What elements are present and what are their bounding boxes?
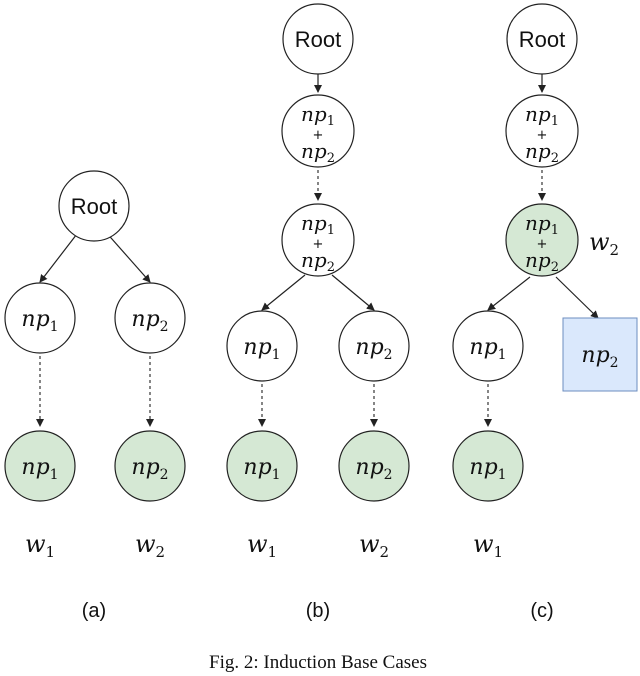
edge-merge-np1 xyxy=(487,276,531,311)
merge-top-np1: np1 xyxy=(525,102,559,129)
merge-mid-plus: + xyxy=(537,237,548,252)
np1-node xyxy=(4,282,76,354)
np2-box-label: np2 xyxy=(581,343,618,371)
w2-label: w2 xyxy=(135,530,165,561)
figure-caption: Fig. 2: Induction Base Cases xyxy=(209,652,427,673)
w1-label: w1 xyxy=(473,530,503,561)
np2-box xyxy=(562,317,638,392)
panel-a: Root np1 np2 np1 np2 w1 w2 (a) xyxy=(4,170,186,622)
panel-label-a: (a) xyxy=(82,600,106,622)
np1-label: np1 xyxy=(243,335,280,363)
merge-mid-np2: np2 xyxy=(525,248,559,275)
root-label: Root xyxy=(519,27,565,52)
edge-merge-np1 xyxy=(261,274,306,311)
np2-node xyxy=(338,310,410,382)
panel-b: Root np1 + np2 np1 + np2 np1 np2 np1 np2… xyxy=(226,3,410,622)
np1-node xyxy=(452,310,524,382)
w1-label: w1 xyxy=(25,530,55,561)
panel-c: Root np1 + np2 np1 + np2 w2 np1 np2 np1 … xyxy=(452,3,638,622)
leaf2-label: np2 xyxy=(355,455,392,483)
leaf1-label: np1 xyxy=(469,455,506,483)
leaf1-node xyxy=(4,430,76,502)
root-label: Root xyxy=(71,194,117,219)
merge-node-top xyxy=(505,94,579,168)
merge-mid-np2: np2 xyxy=(301,248,335,275)
w1-label: w1 xyxy=(247,530,277,561)
merge-top-plus: + xyxy=(537,128,548,143)
merge-top-np2: np2 xyxy=(301,139,335,166)
merge-mid-plus: + xyxy=(313,237,324,252)
edge-root-np2 xyxy=(103,229,151,283)
np2-label: np2 xyxy=(355,335,392,363)
merge-node-top xyxy=(281,94,355,168)
leaf1-node xyxy=(226,430,298,502)
leaf1-node xyxy=(452,430,524,502)
merge-top-np2: np2 xyxy=(525,139,559,166)
np2-node xyxy=(114,282,186,354)
merge-node-mid xyxy=(505,203,579,277)
panel-label-b: (b) xyxy=(306,600,330,622)
leaf2-label: np2 xyxy=(131,455,168,483)
np1-label: np1 xyxy=(469,335,506,363)
merge-top-np1: np1 xyxy=(301,102,335,129)
merge-mid-np1: np1 xyxy=(301,211,335,238)
root-node xyxy=(58,170,130,242)
root-node xyxy=(282,3,354,75)
root-label: Root xyxy=(295,27,341,52)
edge-merge-np2 xyxy=(331,274,375,311)
leaf1-label: np1 xyxy=(243,455,280,483)
root-node xyxy=(506,3,578,75)
merge-node-mid xyxy=(281,203,355,277)
edge-merge-box xyxy=(555,276,599,319)
np1-node xyxy=(226,310,298,382)
panel-label-c: (c) xyxy=(530,600,553,622)
merge-mid-np1: np1 xyxy=(525,211,559,238)
merge-word-label: w2 xyxy=(589,228,619,259)
np1-label: np1 xyxy=(21,307,58,335)
np2-label: np2 xyxy=(131,307,168,335)
leaf1-label: np1 xyxy=(21,455,58,483)
leaf2-node xyxy=(338,430,410,502)
w2-label: w2 xyxy=(359,530,389,561)
edge-root-np1 xyxy=(39,229,81,283)
leaf2-node xyxy=(114,430,186,502)
merge-top-plus: + xyxy=(313,128,324,143)
